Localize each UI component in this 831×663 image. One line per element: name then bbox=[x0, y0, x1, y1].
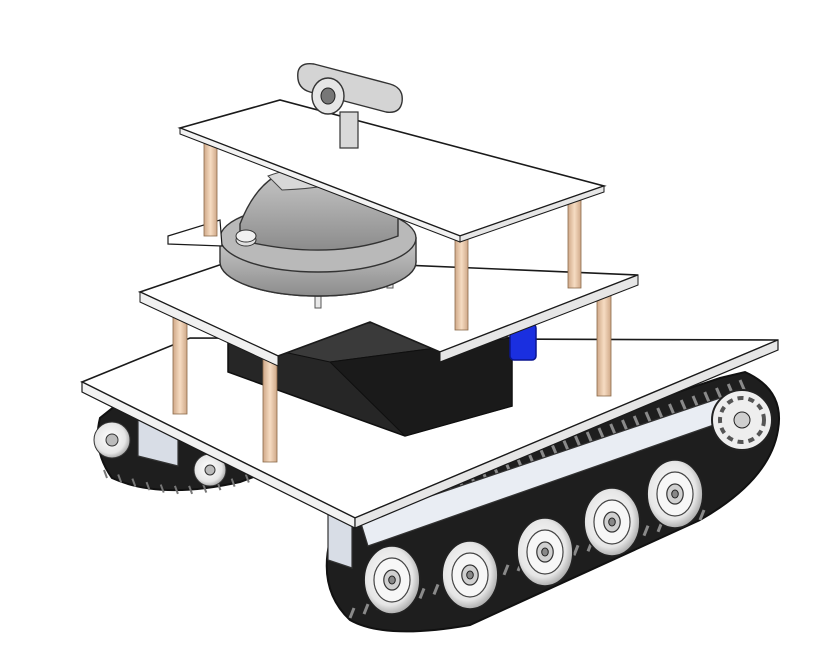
road-wheel bbox=[516, 517, 574, 587]
track-link bbox=[362, 603, 370, 615]
right-track bbox=[325, 370, 780, 633]
road-wheel bbox=[646, 459, 704, 529]
top-plate bbox=[177, 99, 607, 243]
upper-standoffs bbox=[203, 139, 582, 331]
track-link bbox=[244, 474, 250, 483]
road-wheel bbox=[583, 487, 641, 557]
track-link bbox=[502, 564, 510, 576]
track-link bbox=[642, 525, 650, 537]
track-link bbox=[117, 474, 123, 483]
track-link bbox=[159, 484, 165, 493]
track-link bbox=[131, 478, 137, 488]
drive-sprocket bbox=[711, 389, 773, 451]
track-link bbox=[145, 481, 151, 491]
track-link bbox=[188, 485, 194, 495]
track-link bbox=[572, 544, 580, 556]
lower-standoffs bbox=[172, 289, 612, 463]
track-link bbox=[418, 587, 426, 599]
track-link bbox=[348, 607, 356, 619]
track-link bbox=[202, 484, 208, 493]
camera-mount bbox=[297, 62, 403, 149]
track-link bbox=[230, 478, 236, 488]
track-link bbox=[173, 485, 179, 495]
road-wheel bbox=[441, 540, 499, 610]
track-link bbox=[432, 583, 440, 596]
track-link bbox=[698, 509, 706, 521]
track-link bbox=[103, 469, 108, 479]
road-wheel bbox=[363, 545, 421, 615]
